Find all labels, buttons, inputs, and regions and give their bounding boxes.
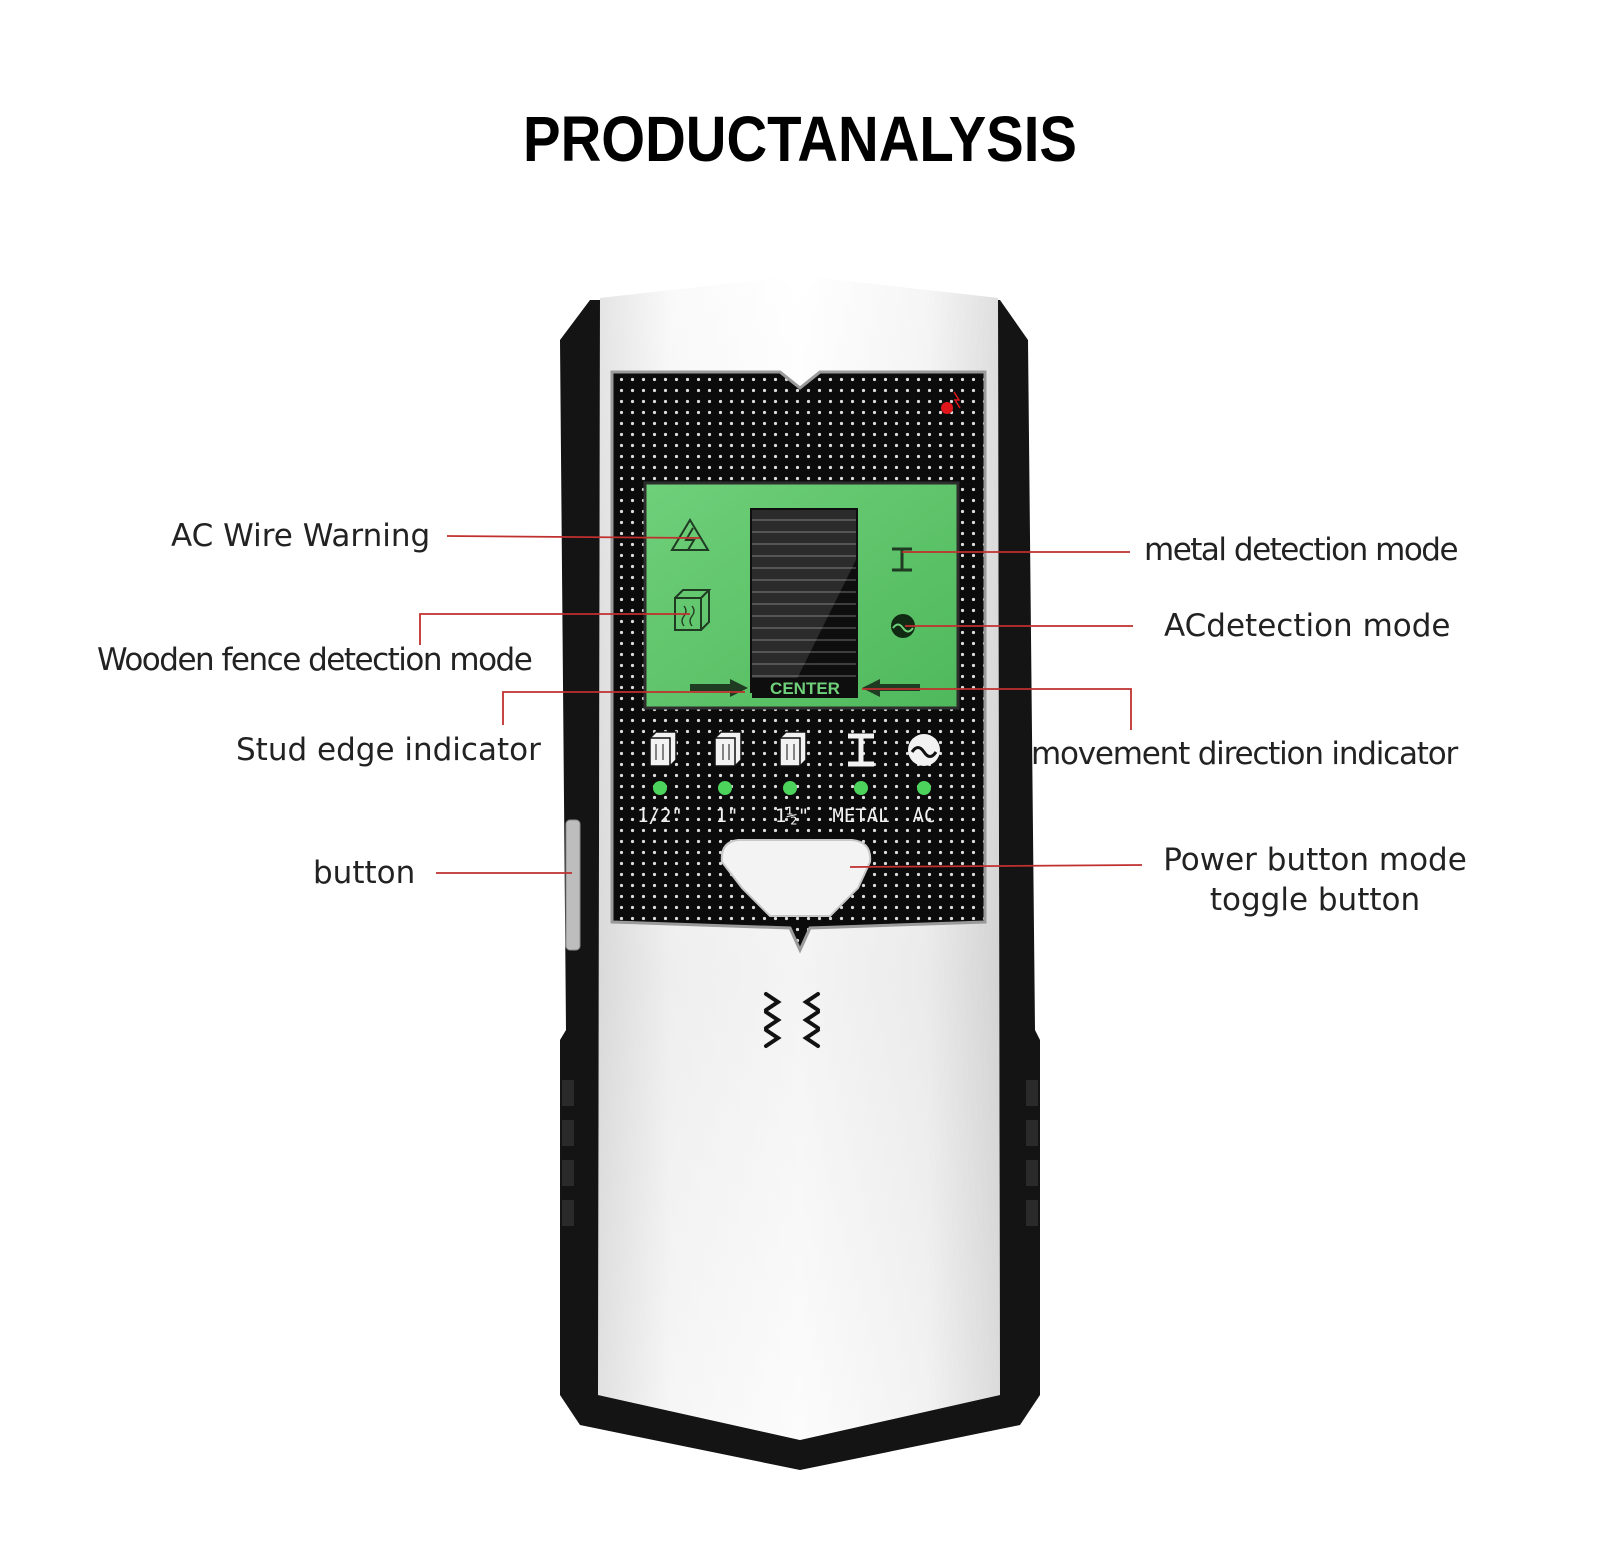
- mode-label-half-inch: 1/2": [637, 805, 683, 827]
- mode-icon-ac: [908, 734, 940, 766]
- lcd-center-bar: [752, 678, 858, 698]
- power-mode-button[interactable]: [720, 839, 872, 917]
- lcd-center-label: CENTER: [770, 679, 840, 698]
- side-button[interactable]: [565, 819, 581, 951]
- mode-icon-one-inch: [714, 731, 742, 767]
- lcd-bar-graph: [750, 508, 858, 693]
- leader-wooden-fence: [419, 613, 690, 645]
- led-one-inch: [718, 781, 732, 795]
- leader-stud-edge: [502, 691, 745, 725]
- callout-power-button-line1: Power button mode: [1163, 842, 1467, 878]
- alert-led: [941, 402, 953, 414]
- led-metal: [854, 781, 868, 795]
- callout-stud-edge-indicator: Stud edge indicator: [236, 732, 541, 768]
- leader-ac-wire-warning: [446, 535, 701, 539]
- callout-metal-detection-mode: metal detection mode: [1144, 532, 1459, 568]
- led-half-inch: [653, 781, 667, 795]
- lcd-ac-warning-icon: [670, 518, 710, 551]
- page-title: PRODUCTANALYSIS: [523, 103, 1077, 175]
- callout-wooden-fence-mode: Wooden fence detection mode: [97, 642, 533, 678]
- mode-label-ac: AC: [913, 805, 936, 827]
- mode-icon-metal: [848, 733, 874, 767]
- lcd-bar-lines: [752, 519, 856, 677]
- mode-icon-one-half-inch: [779, 731, 807, 767]
- mode-indicator-leds: [653, 781, 931, 795]
- speaker-grille: [764, 992, 820, 1048]
- mode-label-metal: METAL: [832, 805, 889, 827]
- callout-ac-detection-mode: ACdetection mode: [1164, 608, 1451, 644]
- leader-movement-direction: [862, 688, 1132, 730]
- mode-icon-half-inch: [649, 731, 677, 767]
- callout-button: button: [313, 855, 416, 891]
- leader-lines: [419, 535, 1143, 874]
- side-grip-right: [1026, 1080, 1038, 1226]
- leader-power-button: [849, 864, 1143, 868]
- callout-power-button-line2: toggle button: [1209, 882, 1421, 918]
- led-one-half-inch: [783, 781, 797, 795]
- callout-movement-direction-indicator: movement direction indicator: [1031, 736, 1458, 772]
- callout-ac-wire-warning: AC Wire Warning: [171, 518, 431, 554]
- side-grip-left: [562, 1080, 574, 1226]
- lcd-ac-icon: [891, 614, 915, 638]
- led-ac: [917, 781, 931, 795]
- callout-power-button: Power button mode toggle button: [1150, 840, 1480, 920]
- mode-label-one-inch: 1": [716, 805, 739, 827]
- mode-label-one-half-inch: 1½": [775, 805, 809, 827]
